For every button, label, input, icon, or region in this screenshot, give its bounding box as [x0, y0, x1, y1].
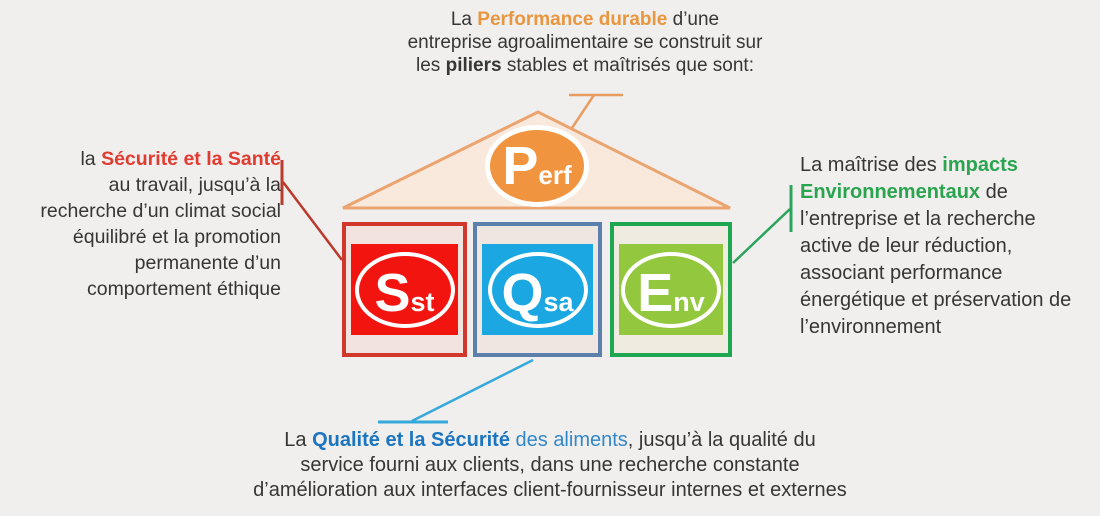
connector-blue-diagonal — [411, 358, 534, 423]
top-note: La Performance durable d’une entreprise … — [363, 8, 807, 77]
text-segment-qualite-securite: Qualité et la Sécurité — [312, 429, 510, 451]
text-segment: les — [416, 55, 446, 76]
text-segment: d’une — [667, 9, 720, 30]
text-line: La maîtrise des impacts — [800, 152, 1100, 179]
connector-orange-diagonal — [570, 94, 596, 129]
text-line: La Qualité et la Sécurité des aliments, … — [100, 428, 1000, 453]
text-segment: La — [284, 429, 313, 451]
text-segment: La — [450, 9, 478, 30]
text-segment-des-aliments: des aliments — [509, 429, 628, 451]
left-note: la Sécurité et la Santé au travail, jusq… — [0, 146, 281, 302]
text-segment: La maîtrise des — [800, 154, 943, 176]
text-line: énergétique et préservation de — [800, 287, 1100, 314]
perf-label-main: P — [502, 136, 539, 196]
text-segment-impacts: impacts — [942, 154, 1018, 176]
text-line: au travail, jusqu’à la — [0, 172, 281, 198]
text-line: l’environnement — [800, 314, 1100, 341]
text-segment: associant performance — [800, 262, 1003, 284]
text-segment: permanente d’un — [134, 252, 281, 274]
connector-red-diagonal — [282, 181, 343, 261]
pillar-qsa-letter-sub: sa — [543, 286, 574, 317]
text-segment: la — [80, 148, 102, 170]
pillar-sst-letter-sub: st — [410, 286, 435, 317]
text-segment: équilibré et la promotion — [72, 226, 281, 248]
text-line: recherche d’un climat social — [0, 198, 281, 224]
text-line: permanente d’un — [0, 250, 281, 276]
text-line: entreprise agroalimentaire se construit … — [363, 31, 807, 54]
text-line: d’amélioration aux interfaces client-fou… — [100, 478, 1000, 503]
text-line: active de leur réduction, — [800, 233, 1100, 260]
text-segment-performance-durable: Performance durable — [477, 9, 668, 30]
text-segment: stables et maîtrisés que sont: — [501, 55, 754, 76]
text-segment: d’amélioration aux interfaces client-fou… — [253, 479, 847, 501]
right-note: La maîtrise des impacts Environnementaux… — [800, 152, 1100, 341]
text-segment: service fourni aux clients, dans une rec… — [300, 454, 800, 476]
text-line: associant performance — [800, 260, 1100, 287]
text-line: Environnementaux de — [800, 179, 1100, 206]
text-segment: entreprise agroalimentaire se construit … — [407, 32, 763, 53]
text-line: les piliers stables et maîtrisés que son… — [363, 54, 807, 77]
pillar-env-letter-sub: nv — [673, 286, 705, 317]
text-segment: l’environnement — [800, 316, 942, 338]
text-line: l’entreprise et la recherche — [800, 206, 1100, 233]
text-line: comportement éthique — [0, 276, 281, 302]
text-segment: recherche d’un climat social — [40, 200, 281, 222]
text-segment: active de leur réduction, — [800, 235, 1013, 257]
text-segment: comportement éthique — [86, 278, 281, 300]
perf-label-sub: erf — [538, 160, 572, 190]
text-line: service fourni aux clients, dans une rec… — [100, 453, 1000, 478]
text-segment: , jusqu’à la qualité du — [627, 429, 816, 451]
pillar-qsa-letter-main: Q — [501, 262, 544, 323]
text-segment-securite-sante: Sécurité et la Santé — [101, 148, 281, 170]
connector-green-diagonal — [732, 208, 791, 264]
text-segment: énergétique et préservation de — [800, 289, 1072, 311]
text-segment: de — [980, 181, 1008, 203]
text-line: La Performance durable d’une — [363, 8, 807, 31]
text-segment-piliers: piliers — [445, 55, 502, 76]
pillar-sst-letter-main: S — [374, 262, 411, 323]
text-segment: l’entreprise et la recherche — [800, 208, 1036, 230]
bottom-note: La Qualité et la Sécurité des aliments, … — [100, 428, 1000, 503]
text-line: la Sécurité et la Santé — [0, 146, 281, 172]
text-line: équilibré et la promotion — [0, 224, 281, 250]
text-segment-environnementaux: Environnementaux — [800, 181, 981, 203]
text-segment: au travail, jusqu’à la — [108, 174, 281, 196]
pillar-env-letter-main: E — [637, 262, 674, 323]
